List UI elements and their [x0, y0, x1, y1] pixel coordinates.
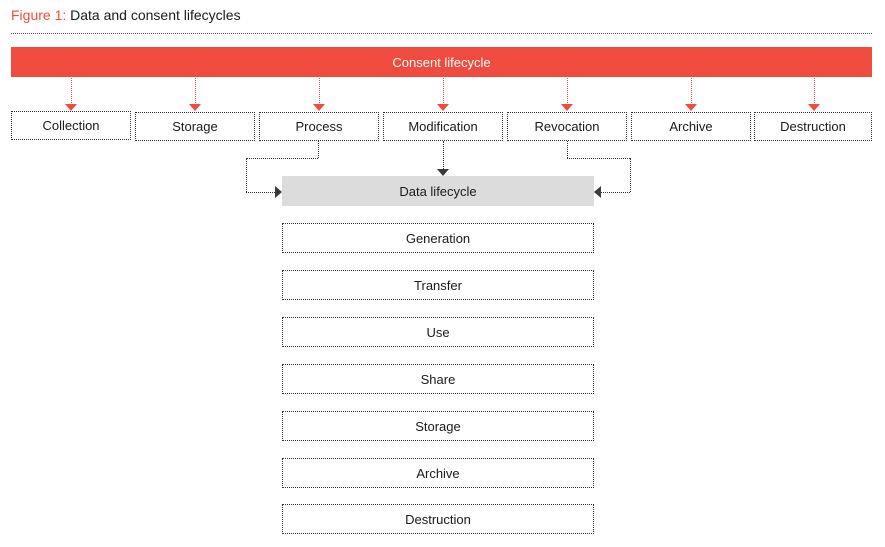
arrow-down-icon	[808, 104, 820, 111]
consent-connector	[567, 78, 568, 105]
consent-stage-collection: Collection	[11, 111, 131, 140]
process-connector	[246, 158, 318, 159]
consent-stage-storage: Storage	[135, 112, 255, 141]
revocation-connector	[601, 192, 630, 193]
consent-connector	[71, 78, 72, 105]
arrow-down-icon	[65, 104, 77, 111]
data-stage-destruction: Destruction	[282, 504, 594, 534]
arrow-down-icon	[561, 104, 573, 111]
process-connector	[246, 158, 247, 192]
arrow-down-icon	[189, 104, 201, 111]
consent-stage-destruction: Destruction	[754, 112, 872, 141]
modification-connector	[443, 141, 444, 169]
data-stage-transfer: Transfer	[282, 270, 594, 300]
arrow-down-icon	[437, 169, 449, 176]
consent-connector	[195, 78, 196, 105]
figure-label: Figure 1:	[11, 7, 67, 23]
title-divider	[11, 33, 872, 34]
figure-title: Figure 1: Data and consent lifecycles	[11, 7, 241, 23]
arrow-down-icon	[313, 104, 325, 111]
consent-connector	[814, 78, 815, 105]
consent-stage-archive: Archive	[631, 112, 751, 141]
consent-connector	[319, 78, 320, 105]
consent-stage-modification: Modification	[383, 112, 503, 141]
arrow-down-icon	[685, 104, 697, 111]
consent-connector	[691, 78, 692, 105]
figure-title-text: Data and consent lifecycles	[70, 7, 241, 23]
data-stage-generation: Generation	[282, 223, 594, 253]
consent-lifecycle-bar: Consent lifecycle	[11, 47, 872, 77]
consent-stage-process: Process	[259, 112, 379, 141]
data-stage-archive: Archive	[282, 458, 594, 488]
data-stage-share: Share	[282, 364, 594, 394]
revocation-connector	[567, 158, 630, 159]
arrow-right-icon	[275, 186, 282, 198]
data-stage-use: Use	[282, 317, 594, 347]
consent-connector	[443, 78, 444, 105]
process-connector	[246, 192, 275, 193]
process-connector	[318, 141, 319, 158]
arrow-left-icon	[594, 186, 601, 198]
data-lifecycle-header: Data lifecycle	[282, 176, 594, 206]
arrow-down-icon	[437, 104, 449, 111]
data-stage-storage: Storage	[282, 411, 594, 441]
revocation-connector	[567, 141, 568, 158]
revocation-connector	[630, 158, 631, 192]
consent-stage-revocation: Revocation	[507, 112, 627, 141]
